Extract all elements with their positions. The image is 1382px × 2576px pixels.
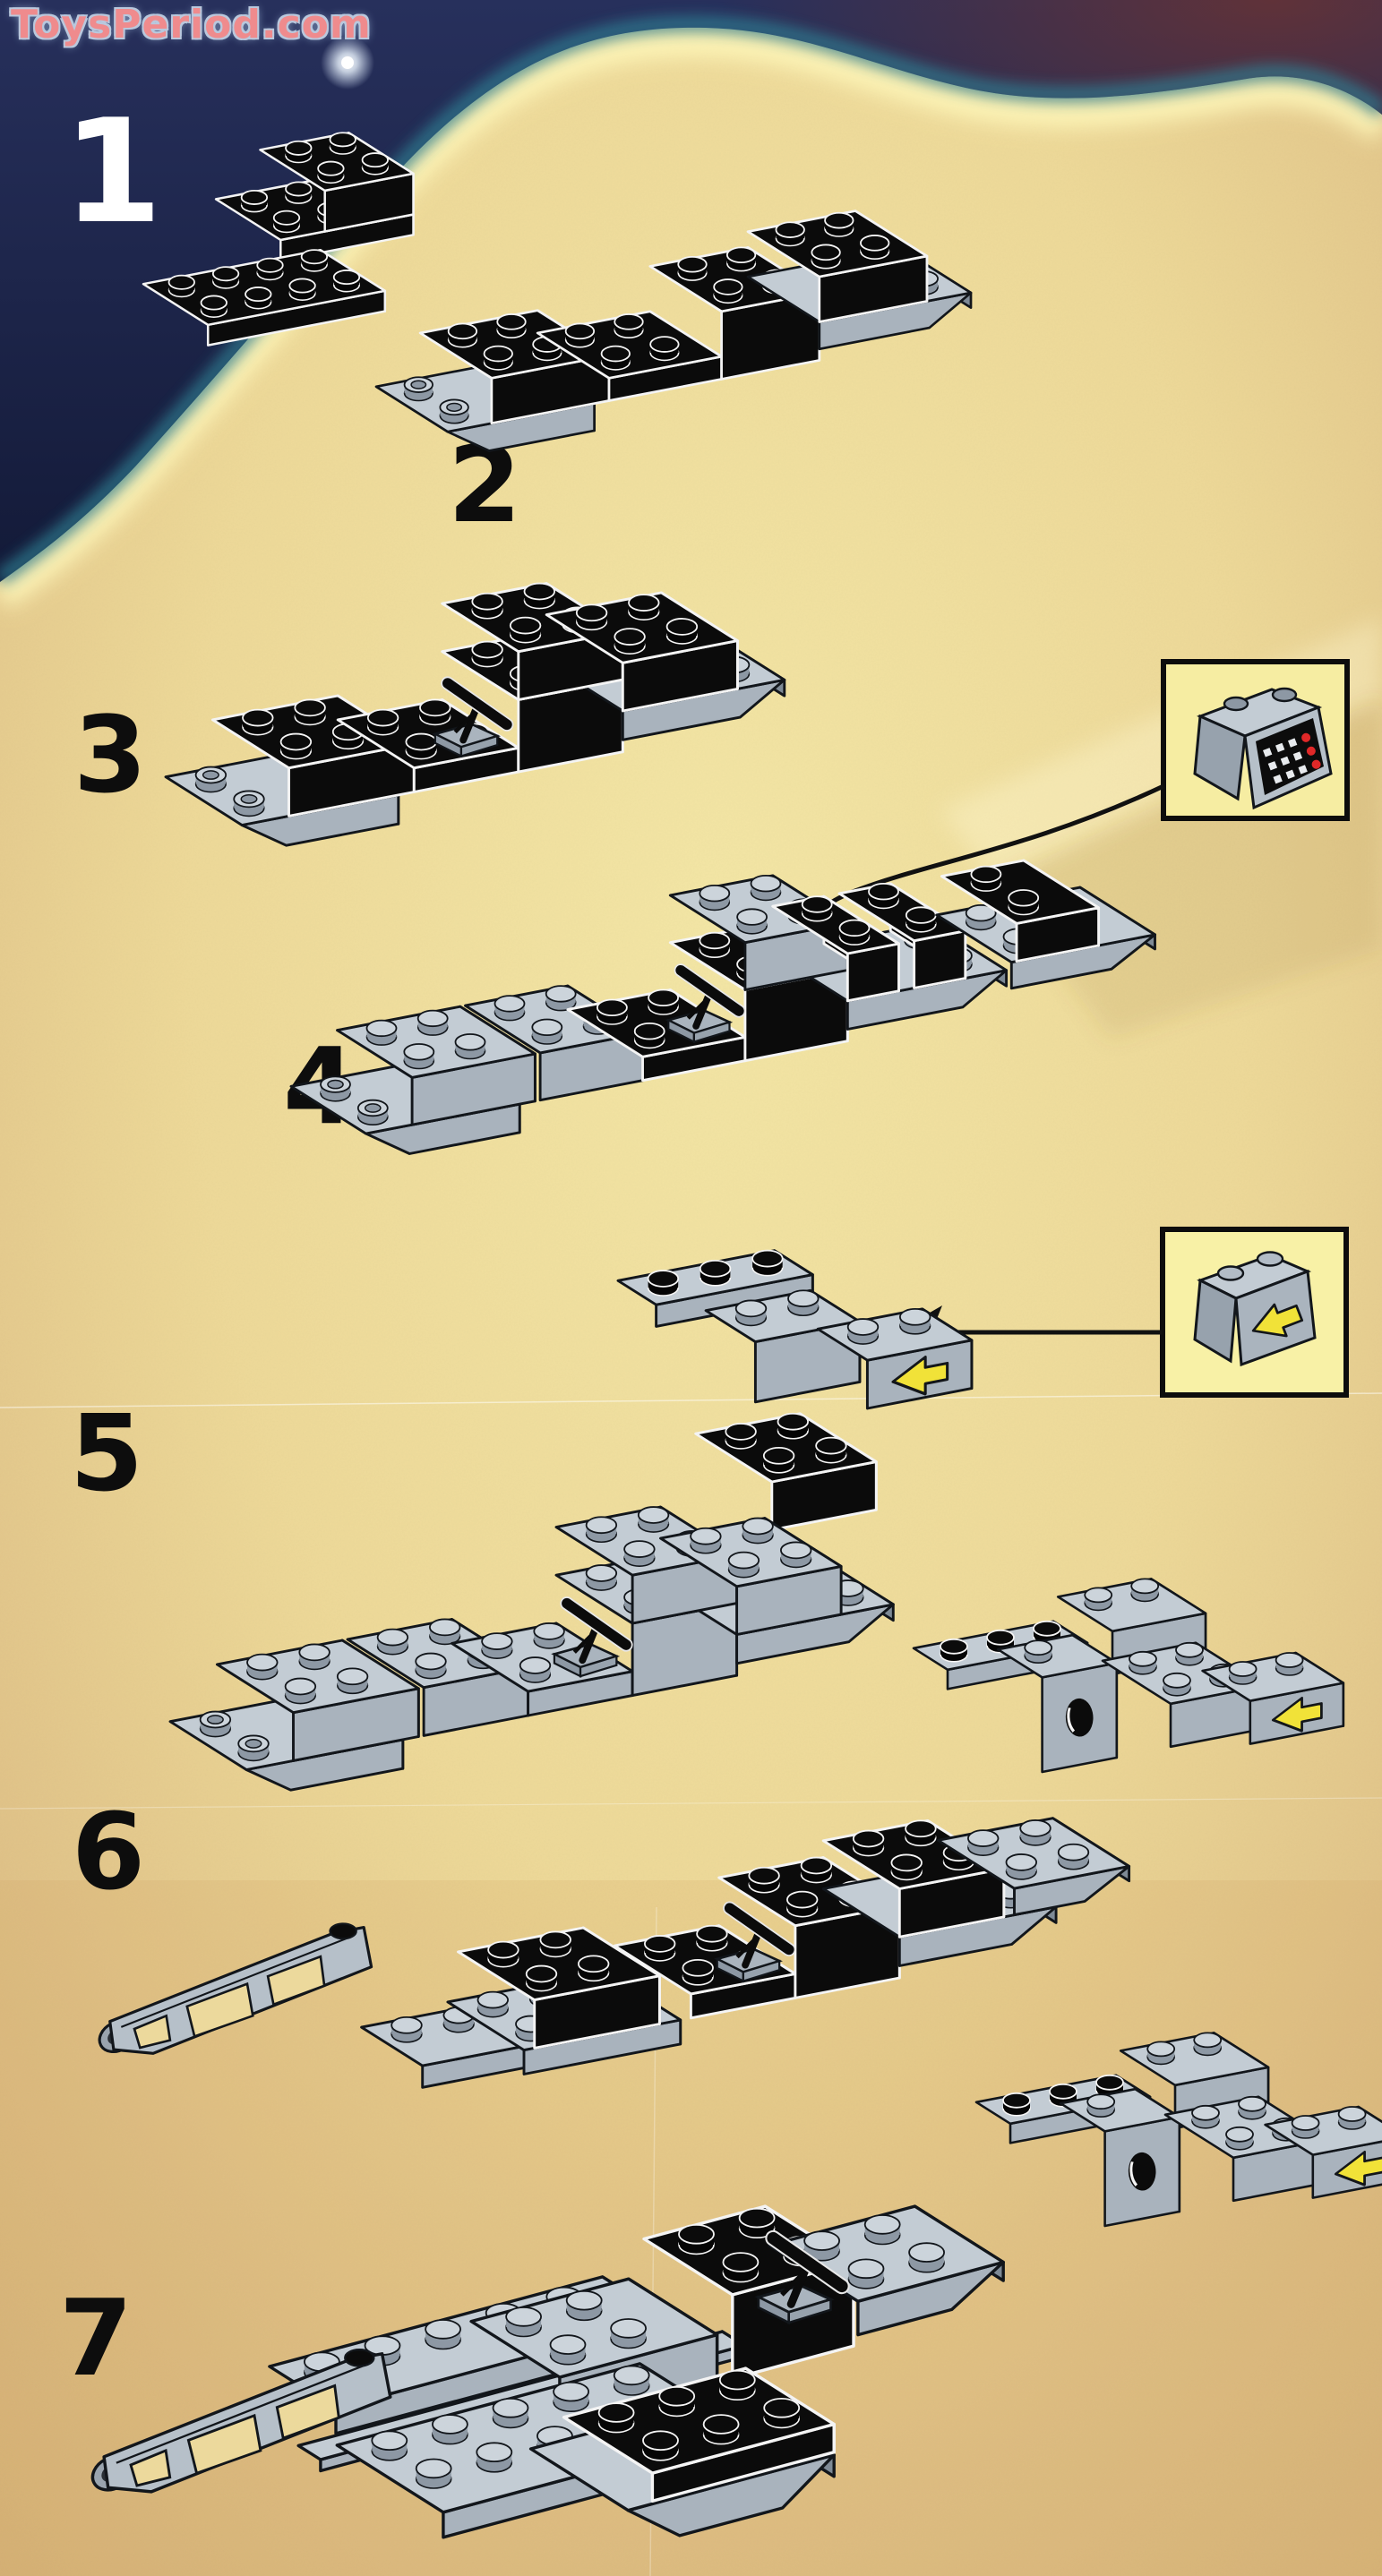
callout-arrow	[771, 783, 1165, 967]
step-4-illustration-1	[289, 859, 1156, 1155]
step-number-6: 6	[72, 1790, 145, 1913]
step-5-illustration-2	[168, 1505, 895, 1792]
steering-wheel-icon	[759, 2229, 852, 2323]
step-number-5: 5	[70, 1391, 143, 1515]
paper-crease	[0, 1392, 1382, 1408]
yellow-arrow-print	[1251, 1303, 1304, 1338]
arrow-print	[1271, 1696, 1323, 1733]
step-number-7: 7	[59, 2276, 133, 2400]
step-6-illustration-1	[92, 1817, 1131, 2089]
arrow-print	[891, 1356, 949, 1396]
arrowhead-icon	[896, 1305, 942, 1359]
step-1-illustration-1	[142, 132, 415, 347]
step-3-illustration-1	[164, 582, 786, 847]
step-number-3: 3	[73, 693, 147, 817]
steering-wheel-icon	[717, 1900, 797, 1981]
callout-arrow-brick	[896, 1227, 1349, 1398]
step-2-illustration-1	[374, 210, 973, 452]
step-number-2: 2	[448, 423, 521, 546]
step-number-4: 4	[283, 1024, 356, 1148]
step-7-illustration-1	[85, 2204, 1005, 2539]
step-5-illustration-1	[616, 1249, 974, 1532]
arrowhead-icon	[758, 947, 799, 987]
porthole-print	[1128, 2152, 1156, 2191]
nose-cone-icon	[92, 1921, 373, 2059]
steering-wheel-icon	[668, 962, 747, 1041]
panel-keys-icon	[1263, 732, 1321, 784]
step-number-1: 1	[63, 88, 162, 255]
panel-red-dot	[1311, 759, 1321, 769]
step-7-illustration-2	[974, 2032, 1382, 2228]
panel-red-dot	[1301, 732, 1311, 742]
control-panel-print	[1256, 718, 1324, 795]
night-sky	[0, 0, 1382, 582]
panel-red-dot	[1306, 746, 1316, 756]
watermark: ToysPeriod.com	[11, 2, 372, 47]
steering-wheel-icon	[554, 1595, 634, 1676]
steering-wheel-icon	[435, 675, 515, 757]
arrow-print	[1334, 2150, 1382, 2187]
nose-cone-icon	[85, 2348, 392, 2498]
step-6-illustration-2	[912, 1578, 1345, 1774]
callout-control-panel	[758, 659, 1350, 987]
porthole-print	[1065, 1698, 1094, 1737]
